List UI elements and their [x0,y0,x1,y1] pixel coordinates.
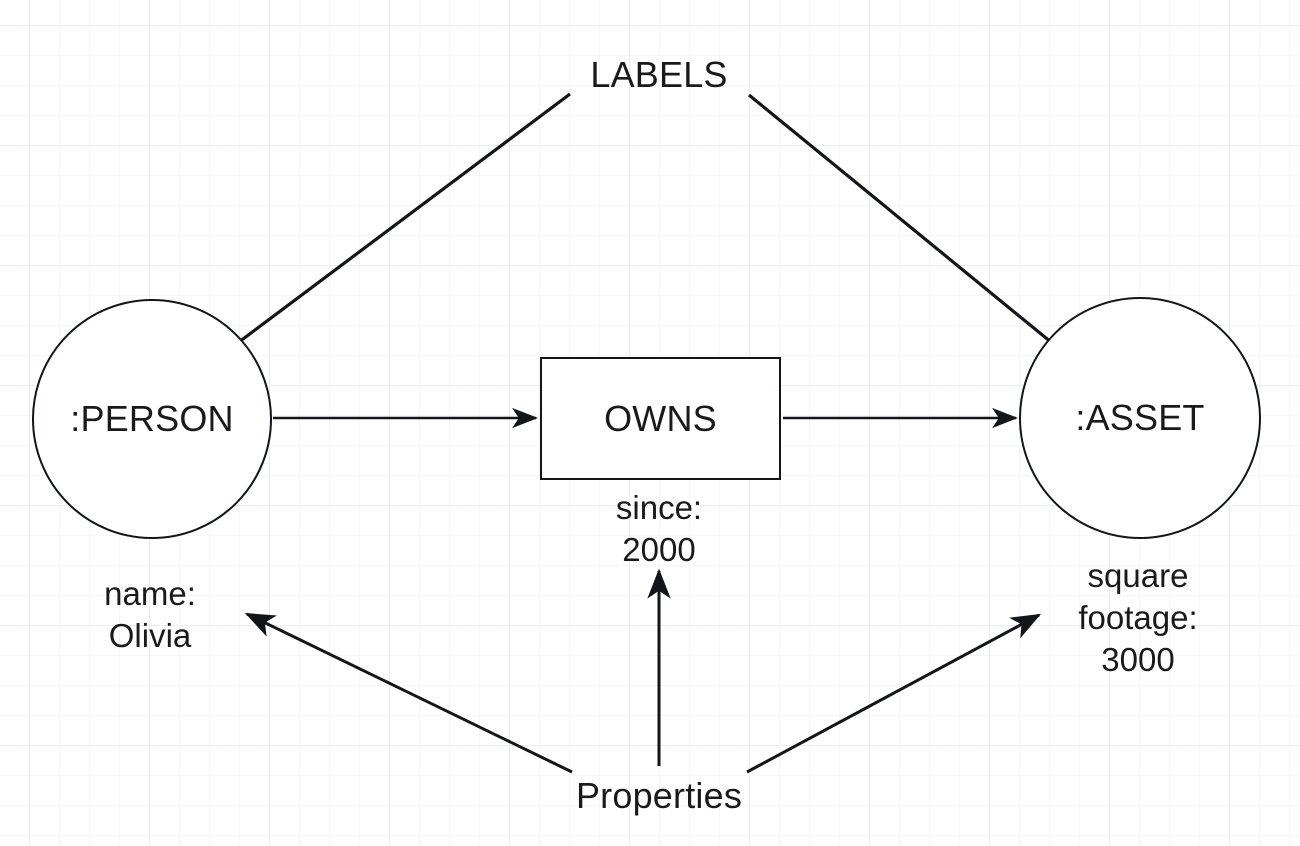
property-asset-value: 3000 [1101,641,1175,679]
edge-labels-to-person [180,92,571,386]
property-asset-key-line2: footage: [1078,599,1198,637]
property-owns: since: 2000 [539,487,779,571]
node-asset[interactable]: :ASSET [1019,297,1261,539]
node-person[interactable]: :PERSON [32,299,272,539]
property-person: name: Olivia [30,573,270,657]
node-asset-label: :ASSET [1075,397,1205,438]
property-asset: square footage: 3000 [1018,555,1258,682]
edge-properties-to-person-props [244,612,573,774]
relationship-owns-label: OWNS [604,397,717,439]
property-person-key: name: [104,575,196,612]
edge-labels-to-asset [747,93,1103,385]
property-person-value: Olivia [108,617,192,655]
property-owns-key: since: [615,489,703,526]
property-owns-value: 2000 [622,531,696,569]
node-person-label: :PERSON [70,398,234,439]
edge-properties-to-asset-props [746,613,1042,774]
relationship-owns[interactable]: OWNS [540,357,781,480]
property-asset-key-line1: square [1087,557,1189,594]
annotation-properties: Properties [575,775,743,816]
annotation-labels: LABELS [590,54,728,95]
